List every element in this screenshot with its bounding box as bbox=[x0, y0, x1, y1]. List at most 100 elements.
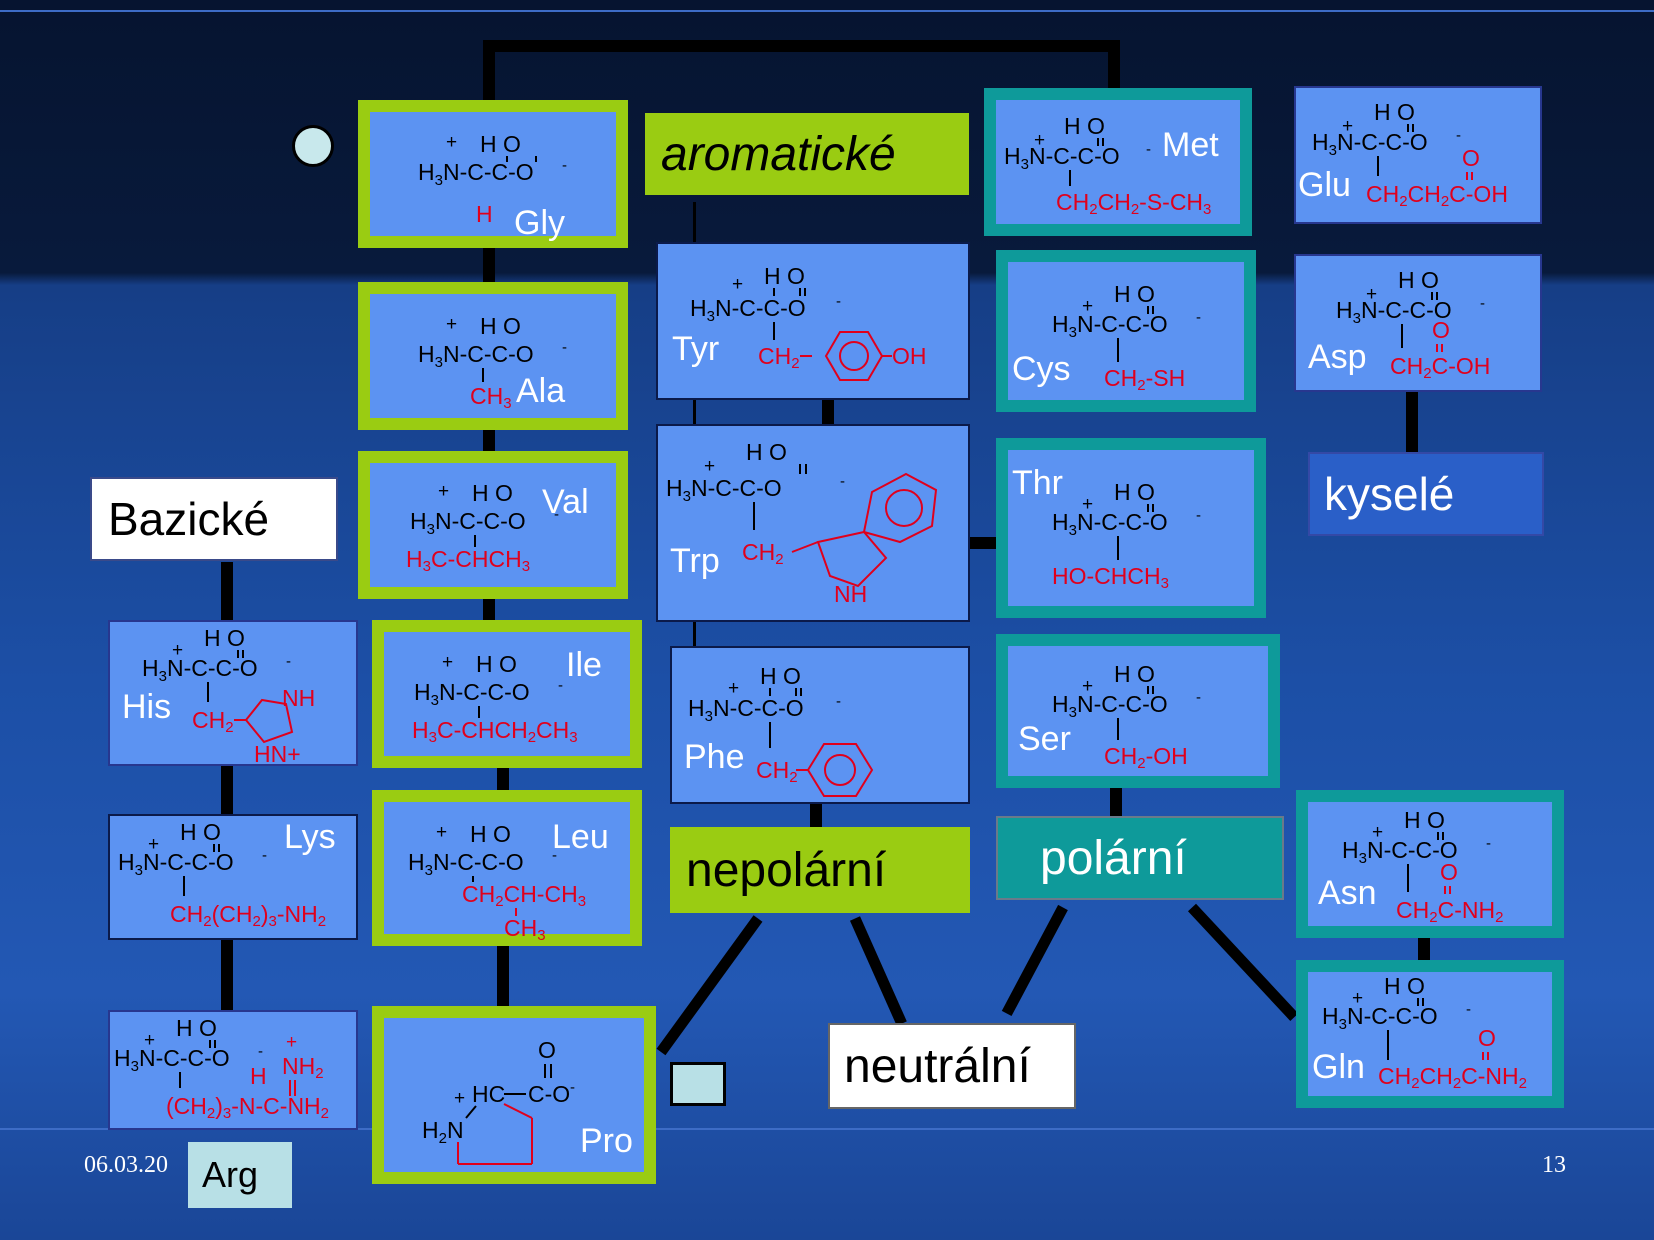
amino-acid-tyr: + H O H3N-C-C-O - CH2 OH Tyr bbox=[656, 242, 970, 400]
amino-acid-glu-name: Glu bbox=[1298, 166, 1351, 204]
svg-text:H O: H O bbox=[1374, 99, 1415, 125]
amino-acid-gly-name: Gly bbox=[514, 204, 565, 242]
svg-text:H O: H O bbox=[470, 821, 511, 847]
svg-text:+: + bbox=[446, 132, 457, 153]
svg-text:+: + bbox=[1082, 494, 1093, 515]
svg-text:H3N-C-C-O: H3N-C-C-O bbox=[410, 508, 526, 538]
svg-text:-: - bbox=[554, 506, 559, 523]
svg-text:H O: H O bbox=[760, 663, 801, 689]
svg-text:H O: H O bbox=[176, 1015, 217, 1041]
svg-text:-: - bbox=[552, 847, 557, 864]
svg-text:+: + bbox=[436, 822, 447, 843]
svg-text:-: - bbox=[558, 677, 563, 694]
svg-text:CH2CH2C-OH: CH2CH2C-OH bbox=[1366, 181, 1508, 210]
svg-text:+: + bbox=[1366, 284, 1377, 305]
svg-text:CH2: CH2 bbox=[758, 343, 800, 372]
svg-text:+: + bbox=[1342, 116, 1353, 137]
svg-text:+: + bbox=[1352, 988, 1363, 1009]
amino-acid-met: +H O H3N-C-C-O- CH2CH2-S-CH3 Met bbox=[984, 88, 1252, 236]
svg-text:H O: H O bbox=[1398, 267, 1439, 293]
svg-text:CH2-SH: CH2-SH bbox=[1104, 365, 1185, 394]
svg-text:H O: H O bbox=[480, 313, 521, 339]
label-aromatic: aromatické bbox=[645, 113, 969, 195]
svg-text:-: - bbox=[836, 293, 841, 310]
svg-text:CH2: CH2 bbox=[742, 539, 784, 568]
svg-text:H3N-C-C-O: H3N-C-C-O bbox=[690, 295, 806, 325]
svg-text:H3C-CHCH3: H3C-CHCH3 bbox=[406, 546, 530, 575]
svg-text:H3N-C-C-O: H3N-C-C-O bbox=[408, 849, 524, 879]
amino-acid-ser: +H O H3N-C-C-O- CH2-OH Ser bbox=[996, 634, 1280, 788]
svg-text:H O: H O bbox=[476, 651, 517, 677]
svg-text:H O: H O bbox=[1064, 113, 1105, 139]
amino-acid-ser-name: Ser bbox=[1018, 720, 1071, 758]
amino-acid-ala: +H O H3N-C-C-O- CH3 Ala bbox=[358, 282, 628, 430]
svg-text:O: O bbox=[1432, 317, 1450, 343]
decorative-circle bbox=[292, 125, 334, 167]
decorative-square bbox=[670, 1062, 726, 1106]
svg-text:CH2: CH2 bbox=[756, 757, 798, 786]
amino-acid-thr: +H O H3N-C-C-O- HO-CHCH3 Thr bbox=[996, 438, 1266, 618]
amino-acid-lys: +H O H3N-C-C-O- CH2(CH2)3-NH2 Lys bbox=[108, 814, 358, 940]
svg-text:CH2CH-CH3: CH2CH-CH3 bbox=[462, 881, 586, 910]
svg-text:H O: H O bbox=[1114, 661, 1155, 687]
svg-text:+: + bbox=[732, 274, 743, 295]
svg-text:+: + bbox=[286, 1032, 297, 1053]
svg-text:OH: OH bbox=[892, 343, 927, 369]
amino-acid-tyr-name: Tyr bbox=[672, 330, 720, 368]
amino-acid-ile: +H O H3N-C-C-O- H3C-CHCH2CH3 Ile bbox=[372, 620, 642, 768]
slide-line bbox=[0, 10, 1654, 12]
amino-acid-gly: +H O H3N-C-C-O- H Gly bbox=[358, 100, 628, 248]
svg-text:-: - bbox=[562, 157, 567, 174]
amino-acid-arg: +H O H3N-C-C-O- + NH2 H (CH2)3-N-C-NH2 bbox=[108, 1010, 358, 1130]
amino-acid-val: +H O H3N-C-C-O- H3C-CHCH3 Val bbox=[358, 451, 628, 599]
svg-text:CH2CH2C-NH2: CH2CH2C-NH2 bbox=[1378, 1063, 1527, 1092]
amino-acid-leu: + H O H3N-C-C-O - CH2CH-CH3 CH3 Leu bbox=[372, 790, 642, 946]
amino-acid-leu-name: Leu bbox=[552, 818, 609, 856]
svg-text:H O: H O bbox=[180, 819, 221, 845]
svg-text:-: - bbox=[840, 473, 845, 490]
amino-acid-glu: +H O H3N-C-C-O- O CH2CH2C-OH Glu bbox=[1294, 86, 1542, 224]
svg-text:H3N-C-C-O: H3N-C-C-O bbox=[688, 695, 804, 725]
amino-acid-phe-name: Phe bbox=[684, 738, 745, 776]
svg-text:H3N-C-C-O: H3N-C-C-O bbox=[1322, 1003, 1438, 1033]
svg-text:H O: H O bbox=[472, 480, 513, 506]
label-acidic: kyselé bbox=[1308, 452, 1544, 536]
svg-text:-: - bbox=[836, 693, 841, 710]
amino-acid-pro-name: Pro bbox=[580, 1122, 633, 1160]
svg-text:+: + bbox=[172, 640, 183, 661]
svg-text:H3C-CHCH2CH3: H3C-CHCH2CH3 bbox=[412, 717, 578, 746]
svg-text:-: - bbox=[1486, 835, 1491, 852]
svg-text:+: + bbox=[446, 314, 457, 335]
svg-text:H3N-C-C-O: H3N-C-C-O bbox=[1312, 129, 1428, 159]
svg-text:CH3: CH3 bbox=[504, 915, 546, 944]
svg-text:H3N-C-C-O: H3N-C-C-O bbox=[418, 341, 534, 371]
svg-text:NH2: NH2 bbox=[282, 1053, 324, 1082]
svg-text:-: - bbox=[1196, 309, 1201, 326]
footer-date: 06.03.20 bbox=[84, 1152, 168, 1178]
amino-acid-asn: +H O H3N-C-C-O- O CH2C-NH2 Asn bbox=[1296, 790, 1564, 938]
amino-acid-his-name: His bbox=[122, 688, 172, 726]
amino-acid-his: +H O H3N-C-C-O- CH2 NH HN+ His bbox=[108, 620, 358, 767]
svg-text:-: - bbox=[1456, 127, 1461, 144]
amino-acid-gln-name: Gln bbox=[1312, 1048, 1365, 1086]
amino-acid-gln: +H O H3N-C-C-O- O CH2CH2C-NH2 Gln bbox=[1296, 960, 1564, 1108]
svg-text:H O: H O bbox=[1384, 973, 1425, 999]
svg-text:+: + bbox=[1034, 130, 1045, 151]
svg-text:H O: H O bbox=[204, 625, 245, 651]
svg-text:CH2CH2-S-CH3: CH2CH2-S-CH3 bbox=[1056, 189, 1211, 218]
amino-acid-asp-name: Asp bbox=[1308, 338, 1367, 376]
svg-text:H3N-C-C-O: H3N-C-C-O bbox=[1052, 509, 1168, 539]
amino-acid-arg-label: Arg bbox=[188, 1142, 292, 1208]
svg-text:O: O bbox=[538, 1037, 556, 1063]
svg-text:-: - bbox=[258, 1043, 263, 1060]
label-neutral: neutrální bbox=[828, 1023, 1076, 1109]
svg-text:H O: H O bbox=[1404, 807, 1445, 833]
amino-acid-thr-name: Thr bbox=[1012, 464, 1063, 502]
svg-text:H O: H O bbox=[480, 131, 521, 157]
svg-text:+: + bbox=[704, 456, 715, 477]
svg-text:H O: H O bbox=[764, 263, 805, 289]
svg-text:CH3: CH3 bbox=[470, 383, 512, 412]
amino-acid-ile-name: Ile bbox=[566, 646, 602, 684]
svg-text:CH2: CH2 bbox=[192, 707, 234, 736]
